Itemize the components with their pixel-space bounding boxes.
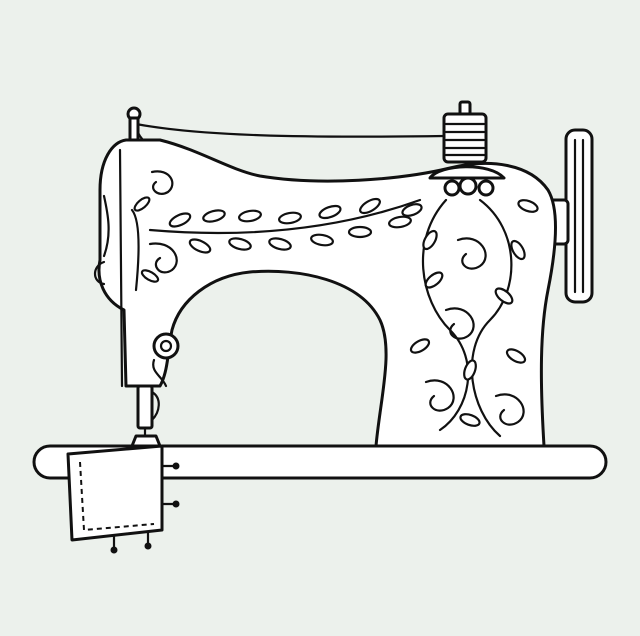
tension-knob xyxy=(152,332,180,388)
needle-assembly xyxy=(130,384,162,448)
presser-bar-knob xyxy=(126,106,142,148)
arm-decoration xyxy=(130,170,422,292)
fabric-swatch xyxy=(66,444,180,554)
thread-spool xyxy=(442,100,488,164)
base-plate xyxy=(32,444,608,480)
machine-body xyxy=(93,138,558,448)
pillar-decoration xyxy=(401,198,539,438)
